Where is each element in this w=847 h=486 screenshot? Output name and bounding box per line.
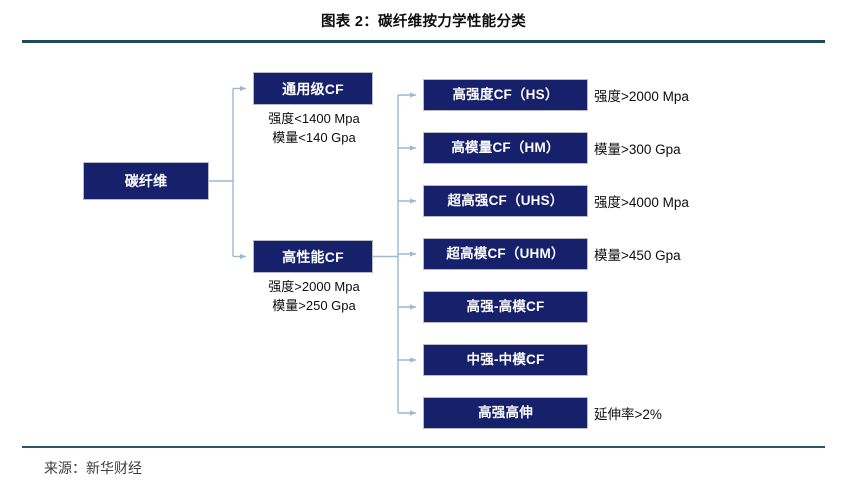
caption-leaf-high-strength-high-elongation: 延伸率>2% [594,407,662,422]
figure-title: 图表 2：碳纤维按力学性能分类 [320,14,527,30]
source-divider-rule [22,446,825,448]
node-high-performance-cf[interactable]: 高性能CF [253,240,373,273]
node-leaf-medium-strength-medium-modulus[interactable]: 中强-中模CF [423,344,588,376]
node-leaf-high-strength-high-elongation[interactable]: 高强高伸 [423,397,588,429]
node-general-grade-cf[interactable]: 通用级CF [253,72,373,105]
node-leaf-high-strength-high-modulus-label: 高强-高模CF [466,299,545,315]
node-leaf-hm[interactable]: 高模量CF（HM） [423,132,588,164]
node-leaf-medium-strength-medium-modulus-label: 中强-中模CF [466,352,545,368]
figure-source: 来源：新华财经 [44,462,142,477]
node-high-performance-cf-label: 高性能CF [282,248,344,265]
node-leaf-hs[interactable]: 高强度CF（HS） [423,79,588,111]
node-general-grade-cf-label: 通用级CF [282,80,344,97]
node-leaf-hm-label: 高模量CF（HM） [451,140,560,156]
title-divider-rule [22,40,825,43]
node-root-label: 碳纤维 [124,173,168,189]
node-leaf-uhm-label: 超高模CF（UHM） [446,246,565,262]
node-root[interactable]: 碳纤维 [83,162,209,200]
caption-leaf-uhm: 模量>450 Gpa [594,248,681,263]
node-leaf-hs-label: 高强度CF（HS） [452,87,559,103]
caption-leaf-hm: 模量>300 Gpa [594,142,681,157]
caption-leaf-uhs: 强度>4000 Mpa [594,195,689,210]
node-leaf-high-strength-high-modulus[interactable]: 高强-高模CF [423,291,588,323]
node-leaf-uhs-label: 超高强CF（UHS） [447,193,564,209]
node-leaf-high-strength-high-elongation-label: 高强高伸 [478,405,533,421]
caption-leaf-hs: 强度>2000 Mpa [594,89,689,104]
node-leaf-uhm[interactable]: 超高模CF（UHM） [423,238,588,270]
diagram-canvas: 碳纤维 通用级CF 强度<1400 Mpa 模量<140 Gpa 高性能CF 强… [0,48,847,444]
node-leaf-uhs[interactable]: 超高强CF（UHS） [423,185,588,217]
caption-high-performance-cf: 强度>2000 Mpa 模量>250 Gpa [268,279,360,313]
caption-general-grade-cf: 强度<1400 Mpa 模量<140 Gpa [268,111,360,145]
